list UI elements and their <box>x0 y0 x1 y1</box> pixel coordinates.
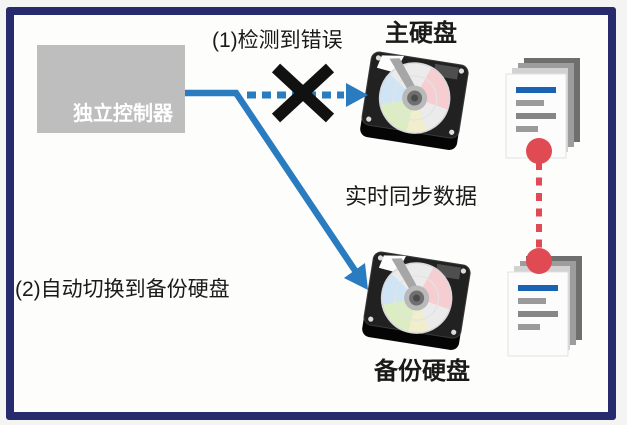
primary-disk-label: 主硬盘 <box>385 20 457 47</box>
document-stack-icon <box>507 256 582 357</box>
controller-label: 独立控制器 <box>73 103 173 125</box>
hdd-icon <box>360 51 469 150</box>
backup-disk-label: 备份硬盘 <box>374 358 470 385</box>
document-stack-icon <box>505 58 580 159</box>
sync-label: 实时同步数据 <box>345 184 478 209</box>
step1-label: (1)检测到错误 <box>212 29 343 52</box>
hdd-icon <box>362 251 471 350</box>
step2-label: (2)自动切换到备份硬盘 <box>15 278 230 301</box>
controller-box: 独立控制器 <box>37 45 185 133</box>
